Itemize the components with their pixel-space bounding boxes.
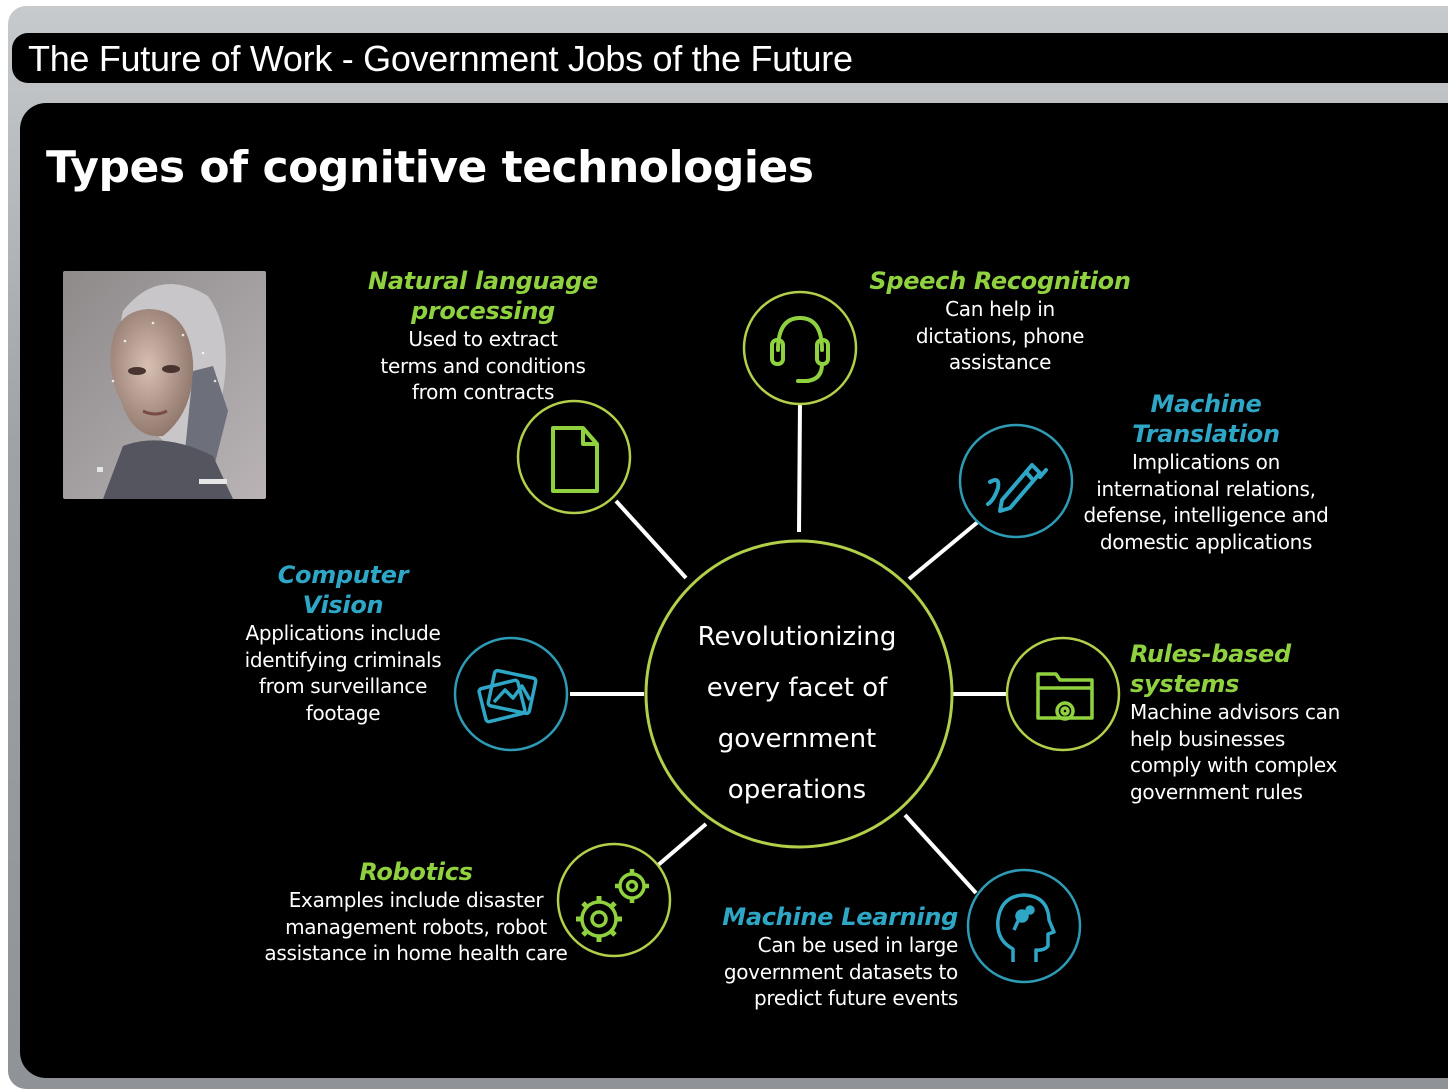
item-speech-description: Can help in dictations, phone assistance [915, 297, 1085, 374]
document-icon [551, 426, 599, 493]
rules-icon-circle [1005, 636, 1121, 752]
item-rules-description: Machine advisors can help businesses com… [1130, 700, 1341, 804]
item-rules-title: Rules-based systems [1130, 640, 1291, 698]
spoke-robotics [655, 822, 708, 868]
folder-gear-icon [1036, 672, 1094, 721]
slide-title: Types of cognitive technologies [46, 142, 814, 193]
item-robotics-description: Examples include disaster management rob… [264, 888, 568, 965]
item-vision: Computer Vision Applications include ide… [238, 560, 448, 726]
center-circle [644, 539, 954, 849]
robotics-icon-circle [556, 842, 672, 958]
gears-icon [576, 869, 649, 942]
ml-icon-circle [966, 868, 1082, 984]
item-translation: Machine Translation Implications on inte… [1080, 389, 1332, 555]
item-ml: Machine Learning Can be used in large go… [712, 902, 958, 1012]
speech-icon-circle [742, 290, 858, 406]
item-rules: Rules-based systems Machine advisors can… [1130, 639, 1346, 805]
item-robotics: Robotics Examples include disaster manag… [258, 857, 574, 967]
spoke-speech [797, 401, 802, 533]
item-speech: Speech Recognition Can help in dictation… [864, 266, 1136, 376]
center-caption: Revolutionizing every facet of governmen… [697, 622, 897, 805]
headset-icon [770, 315, 830, 383]
robot-portrait-image [63, 271, 266, 499]
item-nlp-title: Natural language processing [367, 267, 599, 325]
item-robotics-title: Robotics [359, 858, 473, 886]
item-ml-title: Machine Learning [722, 903, 958, 931]
images-icon [477, 668, 538, 724]
item-vision-title: Computer Vision [277, 561, 409, 619]
item-translation-description: Implications on international relations,… [1083, 450, 1329, 554]
window-title: The Future of Work - Government Jobs of … [28, 38, 853, 79]
spoke-translation [907, 519, 981, 581]
pen-icon [986, 463, 1048, 513]
brain-head-icon [996, 893, 1056, 962]
item-vision-description: Applications include identifying crimina… [244, 621, 442, 725]
window-titlebar [12, 33, 1448, 83]
item-translation-title: Machine Translation [1132, 390, 1280, 448]
item-speech-title: Speech Recognition [869, 267, 1131, 295]
spoke-nlp [614, 499, 688, 580]
item-nlp: Natural language processing Used to extr… [356, 266, 610, 406]
nlp-icon-circle [516, 399, 632, 515]
spoke-ml [903, 813, 978, 895]
item-ml-description: Can be used in large government datasets… [723, 933, 958, 1010]
item-nlp-description: Used to extract terms and conditions fro… [380, 327, 586, 404]
